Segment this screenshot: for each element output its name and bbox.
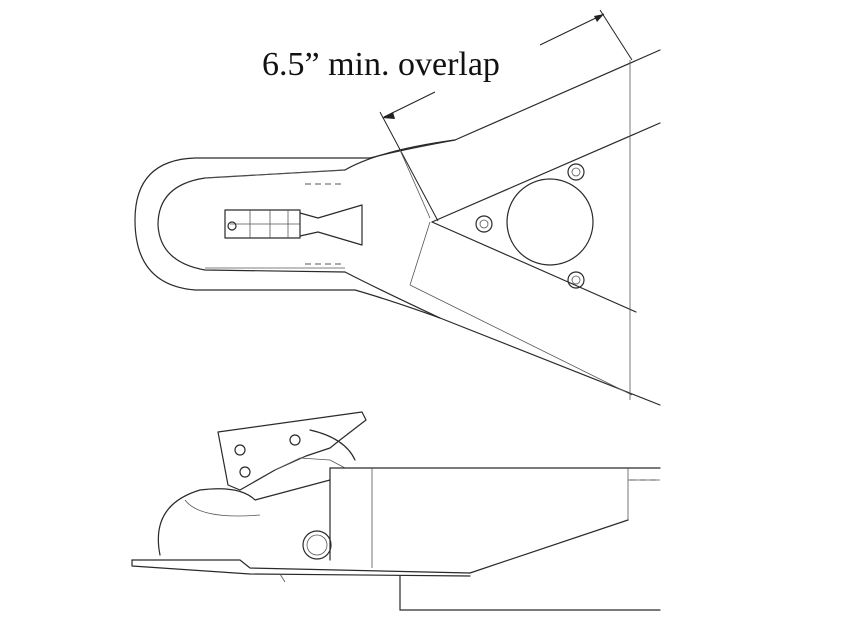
bolt-hole-top-inner [571,167,581,177]
latch-pin [227,221,237,231]
ball-socket-inner [184,499,261,517]
a-frame-edge-bottom [409,284,633,396]
lever-spring [309,429,356,461]
coupler-top-view [134,49,661,406]
lever-link [274,457,346,471]
extension-line-left [379,111,439,222]
neck-crease-bottom [409,221,431,286]
lever-hole-1 [234,444,246,456]
bolt-hole-left [475,215,493,233]
body-taper [469,519,629,574]
dimension-line-right [539,13,605,46]
overlap-dimension-label: 6.5” min. overlap [262,46,500,83]
coupler-pin-inner [306,534,328,556]
neck-crease-top [399,149,431,219]
neck-line-bottom [344,271,441,319]
inner-edge-top [204,169,346,179]
arrowhead-right [594,14,604,22]
a-frame-inner-bottom [431,221,637,313]
bolt-hole-top [567,163,585,181]
bolt-hole-left-inner [479,219,489,229]
latch-lever [217,411,367,491]
lever-hole-3 [239,466,251,478]
base-plate-top [131,559,471,574]
latch-handle-flare [299,204,363,246]
bracket-tab [279,573,286,583]
a-frame-inner-top [431,122,661,223]
neck-line-top [344,139,456,171]
bolt-hole-bottom [567,271,585,289]
extension-line-right [599,9,633,61]
overlap-dimension [379,9,633,222]
lever-hole-2 [289,434,301,446]
arrowhead-left [382,112,395,119]
bolt-hole-bottom-inner [571,275,581,285]
center-hole [506,178,594,266]
coupler-outer-outline [134,49,661,406]
coupler-side-view [131,411,661,611]
coupler-inner-outline [157,169,346,273]
base-plate-bottom [131,559,471,577]
coupler-pin [302,530,332,560]
ball-socket [157,479,331,556]
